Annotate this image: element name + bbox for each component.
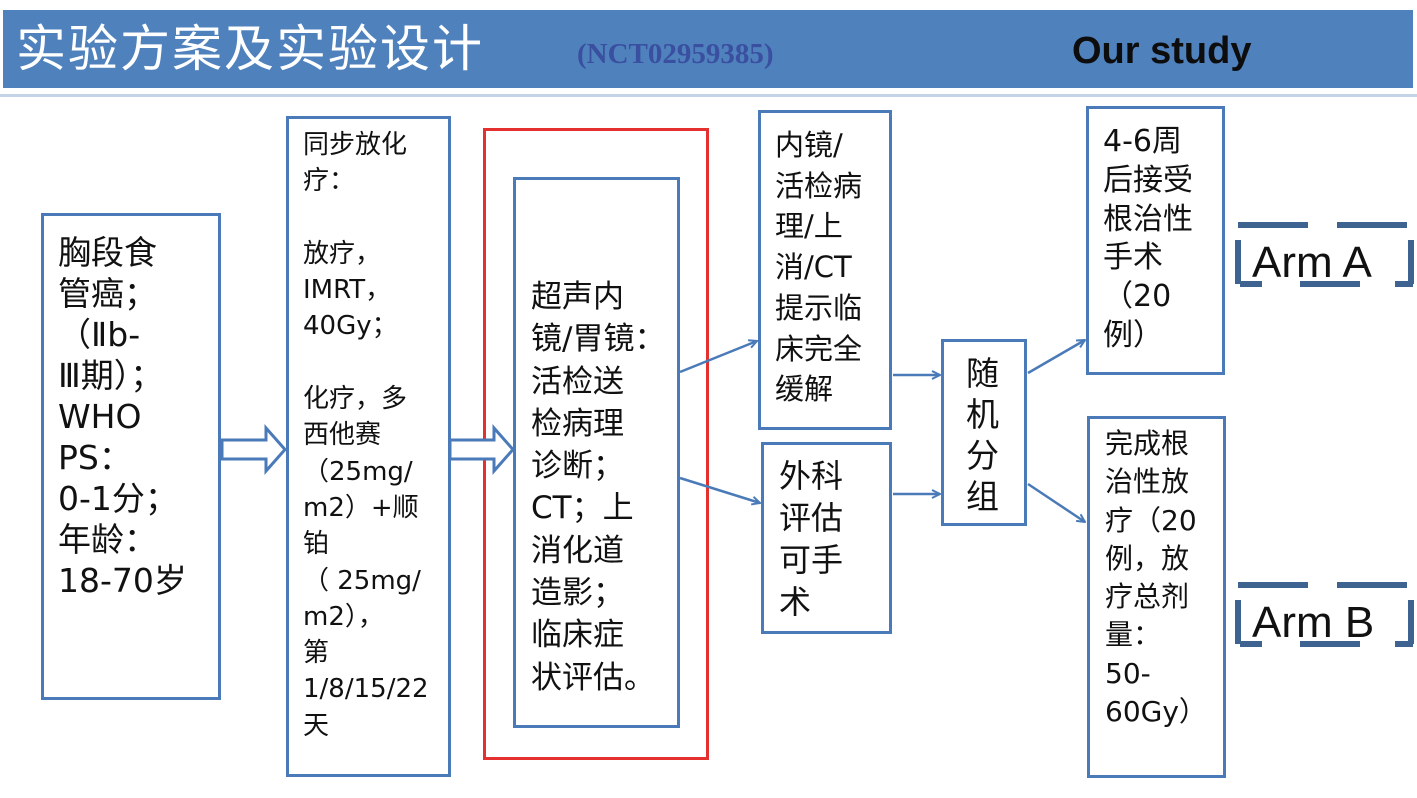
study-label: Our study — [1072, 30, 1252, 72]
arm-b-frame — [1235, 582, 1414, 647]
surgical-evaluation-box: 外科 评估 可手 术 — [761, 442, 892, 634]
assessment-text: 超声内 镜/胃镜： 活检送 检病理 诊断； CT；上 消化道 造影； 临床症 状… — [531, 279, 666, 696]
arm-b-label: Arm B — [1252, 598, 1375, 647]
arrow-to-arm-b — [1027, 482, 1085, 522]
trial-id: (NCT02959385) — [577, 38, 774, 70]
chemoradiotherapy-text: 同步放化 疗： 放疗， IMRT， 40Gy； 化疗，多 西他赛 （25mg/ … — [303, 130, 429, 741]
randomization-box: 随 机 分 组 — [941, 339, 1027, 526]
arm-b-detail-text: 完成根 治性放 疗（20 例，放 疗总剂 量： 50- 60Gy） — [1105, 427, 1207, 729]
header-divider — [0, 94, 1417, 97]
header-bar — [3, 10, 1413, 88]
arm-a-detail-text: 4-6周 后接受 根治性 手术 （20 例） — [1103, 124, 1193, 353]
arm-a-detail-box: 4-6周 后接受 根治性 手术 （20 例） — [1086, 106, 1225, 375]
arrow-to-arm-a — [1027, 340, 1085, 375]
eligibility-text: 胸段食 管癌； （Ⅱb- Ⅲ期）； WHO PS： 0-1分； 年龄： 18-7… — [58, 233, 187, 600]
hollow-arrow-1 — [220, 424, 288, 475]
chemoradiotherapy-box: 同步放化 疗： 放疗， IMRT， 40Gy； 化疗，多 西他赛 （25mg/ … — [286, 116, 451, 777]
arm-b-detail-box: 完成根 治性放 疗（20 例，放 疗总剂 量： 50- 60Gy） — [1087, 416, 1226, 778]
arm-a-label: Arm A — [1252, 238, 1372, 287]
randomization-text: 随 机 分 组 — [966, 354, 999, 516]
arrow-to-surgical — [679, 476, 760, 503]
clinical-complete-response-box: 内镜/ 活检病 理/上 消/CT 提示临 床完全 缓解 — [758, 110, 892, 430]
page-title: 实验方案及实验设计 — [16, 20, 484, 78]
assessment-box: 超声内 镜/胃镜： 活检送 检病理 诊断； CT；上 消化道 造影； 临床症 状… — [513, 177, 680, 728]
arrow-to-ccr — [679, 341, 757, 374]
surgical-evaluation-text: 外科 评估 可手 术 — [779, 457, 844, 621]
hollow-arrow-2 — [448, 424, 516, 475]
arm-a-frame — [1235, 222, 1414, 287]
clinical-complete-response-text: 内镜/ 活检病 理/上 消/CT 提示临 床完全 缓解 — [775, 128, 863, 407]
eligibility-box: 胸段食 管癌； （Ⅱb- Ⅲ期）； WHO PS： 0-1分； 年龄： 18-7… — [41, 213, 221, 700]
